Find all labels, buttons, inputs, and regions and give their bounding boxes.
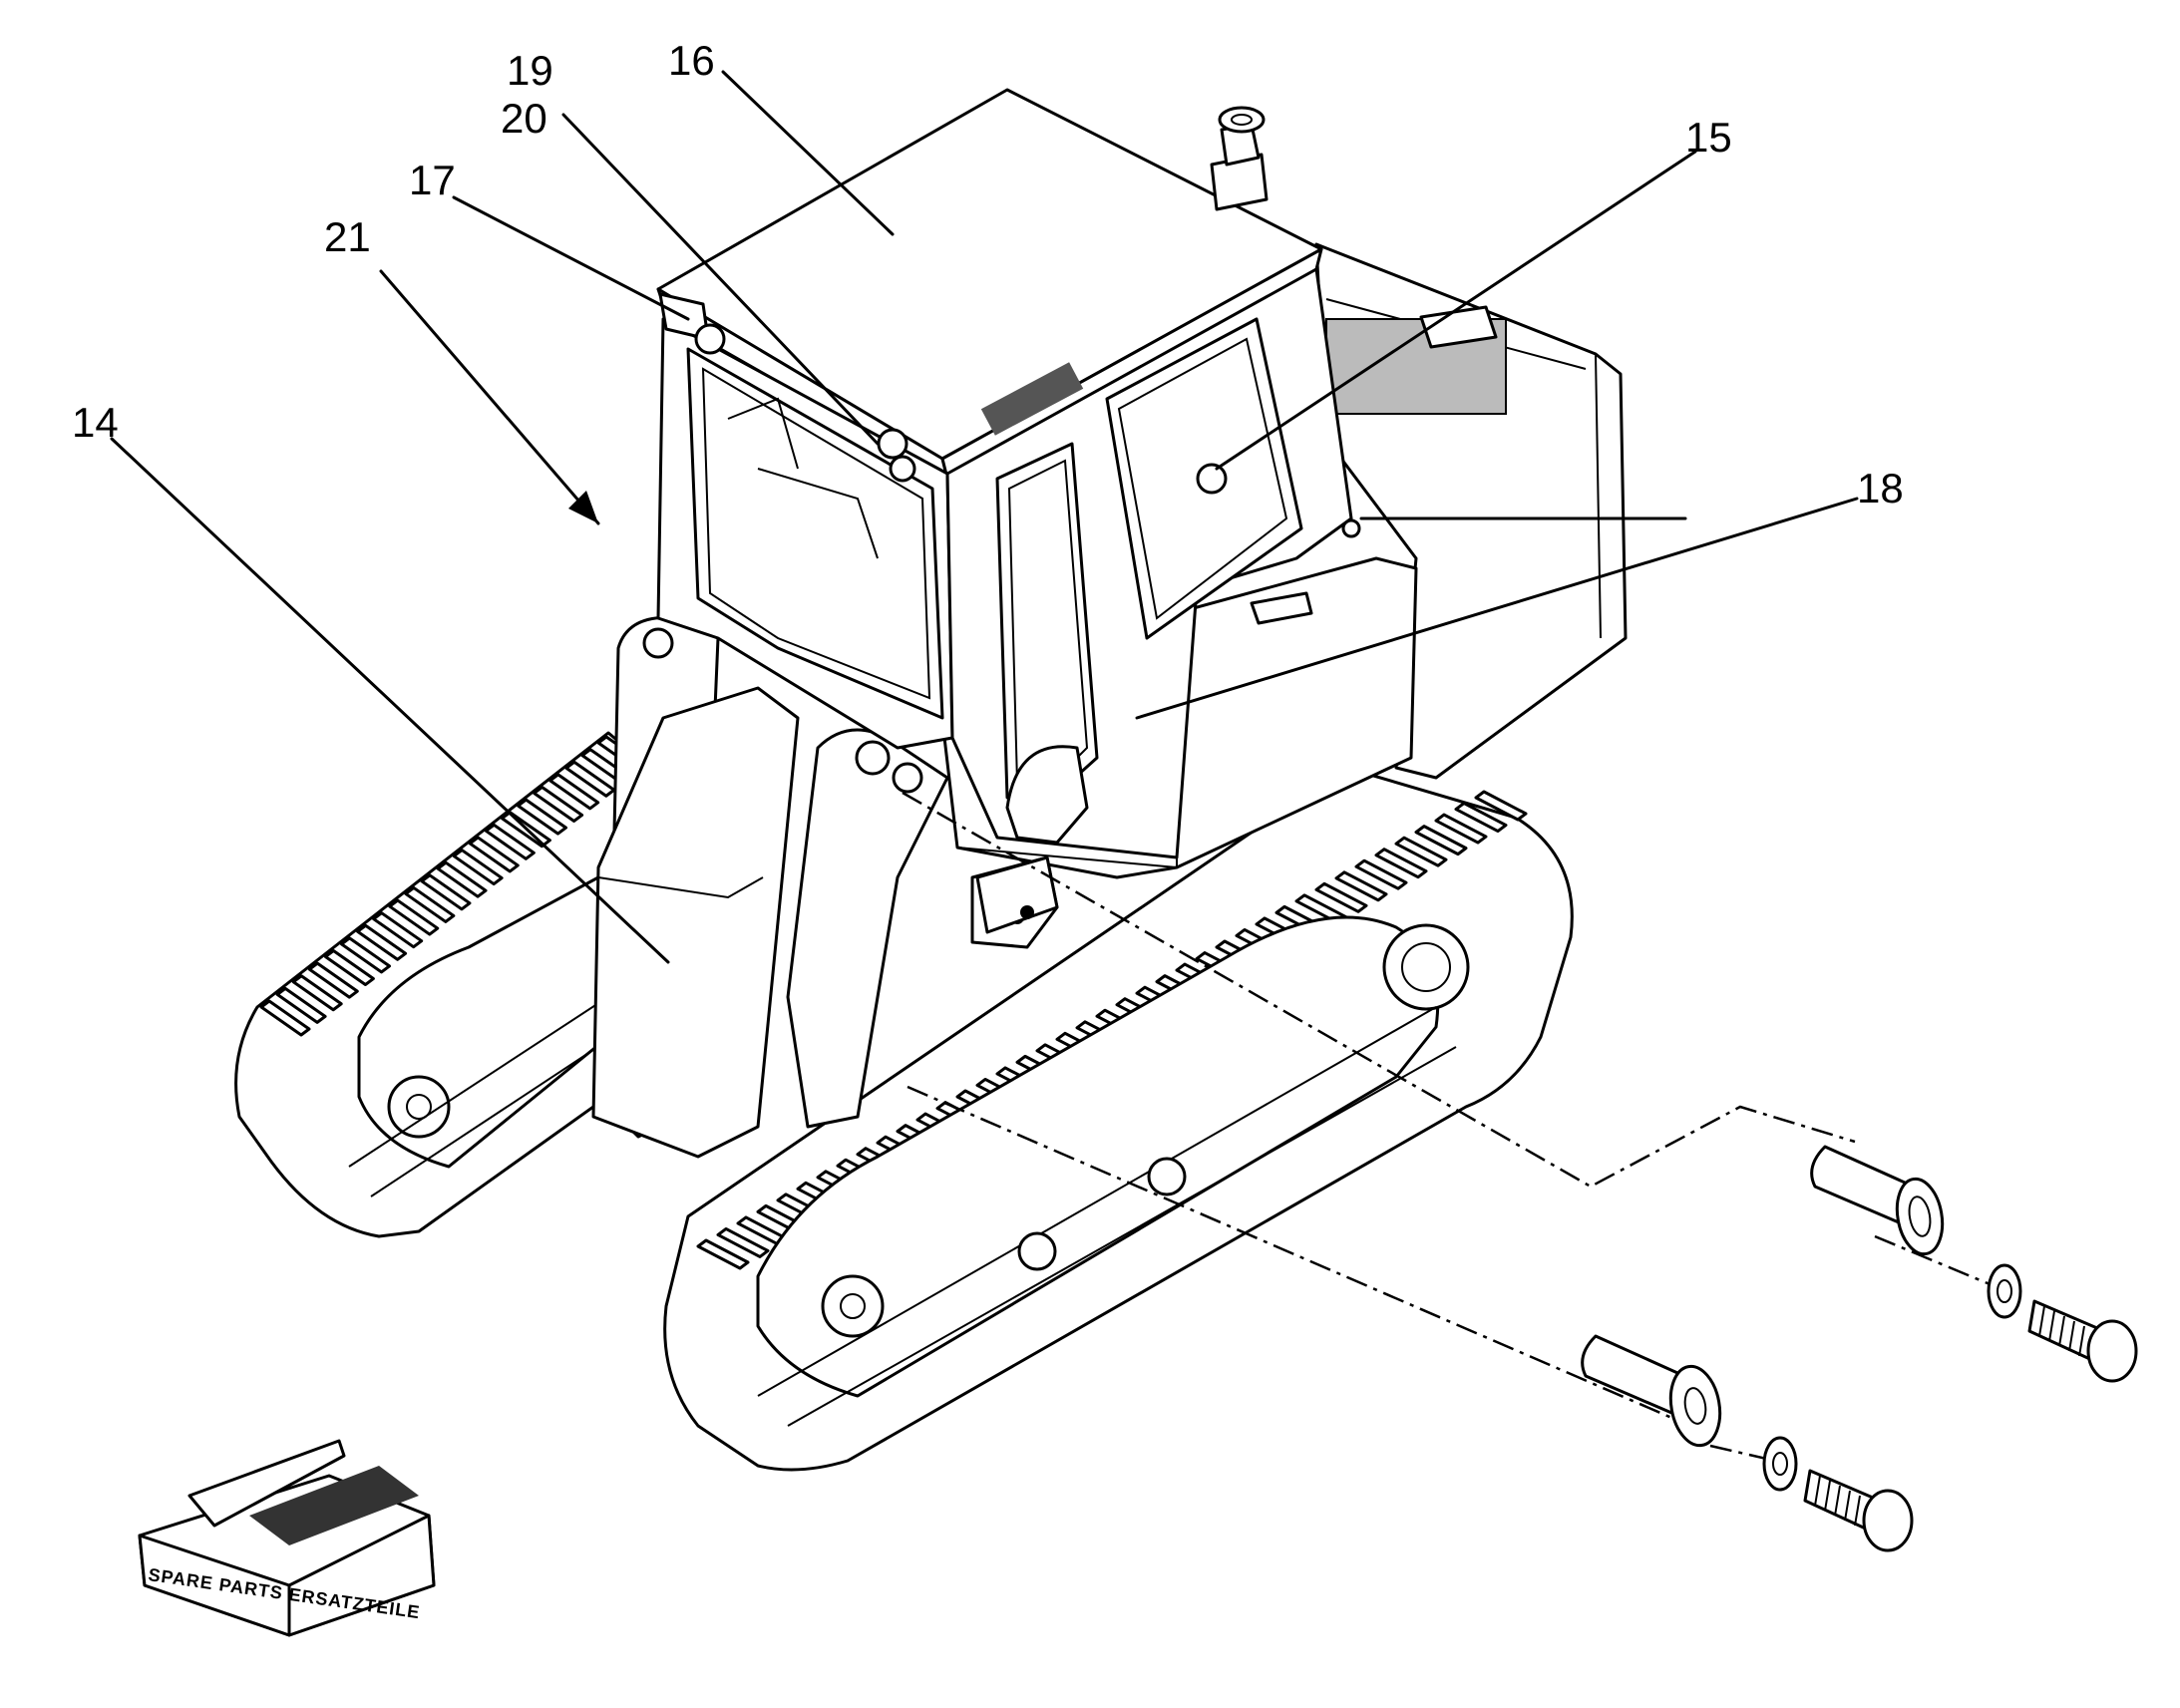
- washer-lower: [1762, 1436, 1798, 1492]
- leader-21: [379, 269, 600, 525]
- callout-18: 18: [1857, 465, 1904, 512]
- track-grouser: [468, 836, 520, 873]
- track-grouser: [1354, 858, 1408, 890]
- pin-upper: [1810, 1145, 1945, 1256]
- track-grouser: [372, 911, 424, 949]
- track-grouser: [533, 785, 584, 823]
- exploded-hardware: [902, 791, 2138, 1552]
- leader-19-20: [561, 113, 880, 446]
- leader-16: [721, 70, 895, 236]
- track-grouser: [716, 1226, 770, 1258]
- track-grouser: [696, 1238, 750, 1270]
- track-grouser: [436, 860, 488, 898]
- cab: [656, 88, 1361, 859]
- callout-16: 16: [668, 37, 715, 84]
- track-grouser: [1474, 790, 1528, 822]
- leader-18: [1135, 497, 1859, 720]
- track-grouser: [339, 936, 391, 974]
- arrow-21: [568, 491, 598, 523]
- track-grouser: [1314, 881, 1368, 913]
- track-grouser: [517, 798, 568, 836]
- track-grouser: [452, 849, 504, 886]
- spare-parts-box-icon: SPARE PARTS ERSATZTEILE: [138, 1439, 436, 1637]
- track-grouser: [356, 923, 408, 961]
- track-grouser: [1334, 870, 1388, 902]
- track-grouser: [484, 823, 536, 860]
- track-grouser: [1454, 802, 1508, 834]
- tail-light: [975, 855, 1059, 934]
- track-grouser: [548, 773, 600, 811]
- track-grouser: [388, 898, 440, 936]
- callout-15: 15: [1685, 114, 1732, 161]
- track-grouser: [420, 873, 472, 911]
- washer-upper: [1987, 1263, 2022, 1319]
- track-grouser: [275, 986, 327, 1024]
- pin-lower: [1581, 1334, 1722, 1448]
- bolt-lower: [1803, 1469, 1914, 1552]
- callout-14: 14: [72, 399, 119, 446]
- callout-labels: 14 15 16 17 18 19 20 21: [72, 37, 1904, 512]
- track-grouser: [259, 999, 311, 1037]
- callout-17: 17: [409, 157, 456, 203]
- right-track: [663, 766, 1574, 1472]
- track-grouser: [291, 974, 343, 1012]
- leader-lines: [110, 70, 1859, 964]
- bolt-upper: [2027, 1299, 2138, 1383]
- leader-14: [110, 437, 670, 964]
- track-grouser: [404, 885, 456, 923]
- track-grouser: [1394, 836, 1448, 867]
- track-grouser: [1434, 813, 1488, 845]
- callout-21: 21: [324, 213, 371, 260]
- leader-17: [452, 195, 690, 321]
- track-grouser: [1414, 825, 1468, 856]
- callout-20: 20: [501, 95, 547, 142]
- track-grouser: [1374, 848, 1428, 879]
- leader-15: [1215, 150, 1697, 471]
- callout-19: 19: [507, 47, 553, 94]
- track-grouser: [307, 961, 359, 999]
- track-grouser: [323, 949, 375, 987]
